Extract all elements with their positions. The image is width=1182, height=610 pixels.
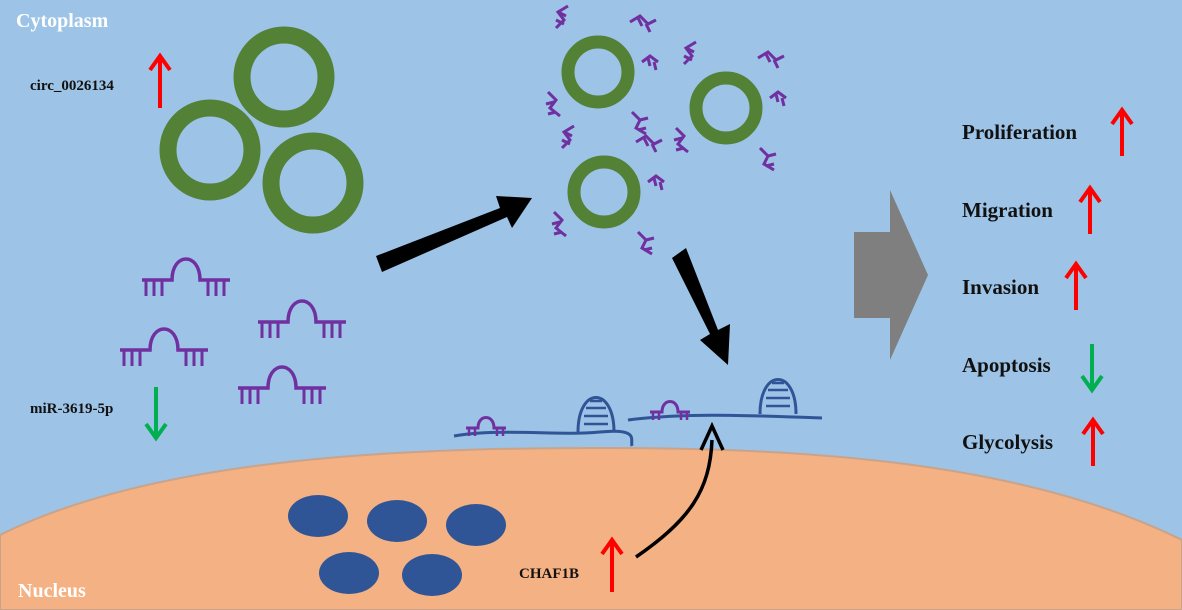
sponged-complex [544, 4, 660, 136]
nucleus-region [0, 446, 1182, 610]
chromatin-blob [288, 495, 348, 537]
apoptosis-down-arrow [1080, 344, 1104, 394]
circrna-ring [233, 26, 335, 128]
flow-arrow-to-complex [376, 196, 532, 272]
cytoplasm-label: Cytoplasm [16, 10, 109, 32]
outcome-apoptosis: Apoptosis [962, 353, 1051, 377]
mrna-strand [453, 396, 634, 447]
chromatin-blob [367, 500, 427, 542]
circrna-label: circ_0026134 [30, 78, 114, 94]
outcome-glycolysis: Glycolysis [962, 430, 1054, 454]
circrna-up-arrow [148, 52, 172, 108]
outcome-proliferation: Proliferation [962, 120, 1078, 144]
invasion-up-arrow [1064, 260, 1088, 310]
gene-label: CHAF1B [519, 566, 579, 582]
transcription-arrow [635, 439, 714, 559]
circrna-ring [159, 99, 261, 201]
chaf1b-up-arrow [600, 536, 624, 592]
flow-arrow-to-mrna [672, 248, 730, 365]
sponged-complex [672, 40, 788, 172]
chromatin-blob [402, 554, 462, 596]
migration-up-arrow [1078, 184, 1102, 234]
outcome-migration: Migration [962, 198, 1053, 222]
outcome-invasion: Invasion [962, 275, 1040, 299]
circrna-ring [262, 132, 364, 234]
chromatin-blob [319, 552, 379, 594]
proliferation-up-arrow [1110, 106, 1134, 156]
chromatin-blob [446, 504, 506, 546]
mirna-down-arrow [144, 387, 168, 442]
mirna-label: miR-3619-5p [30, 401, 114, 417]
mrna-strand [627, 378, 823, 422]
result-arrow [854, 190, 928, 360]
transcription-arrowhead [699, 421, 725, 451]
nucleus-label: Nucleus [18, 580, 86, 602]
glycolysis-up-arrow [1081, 416, 1105, 466]
sponged-complex [550, 124, 666, 256]
